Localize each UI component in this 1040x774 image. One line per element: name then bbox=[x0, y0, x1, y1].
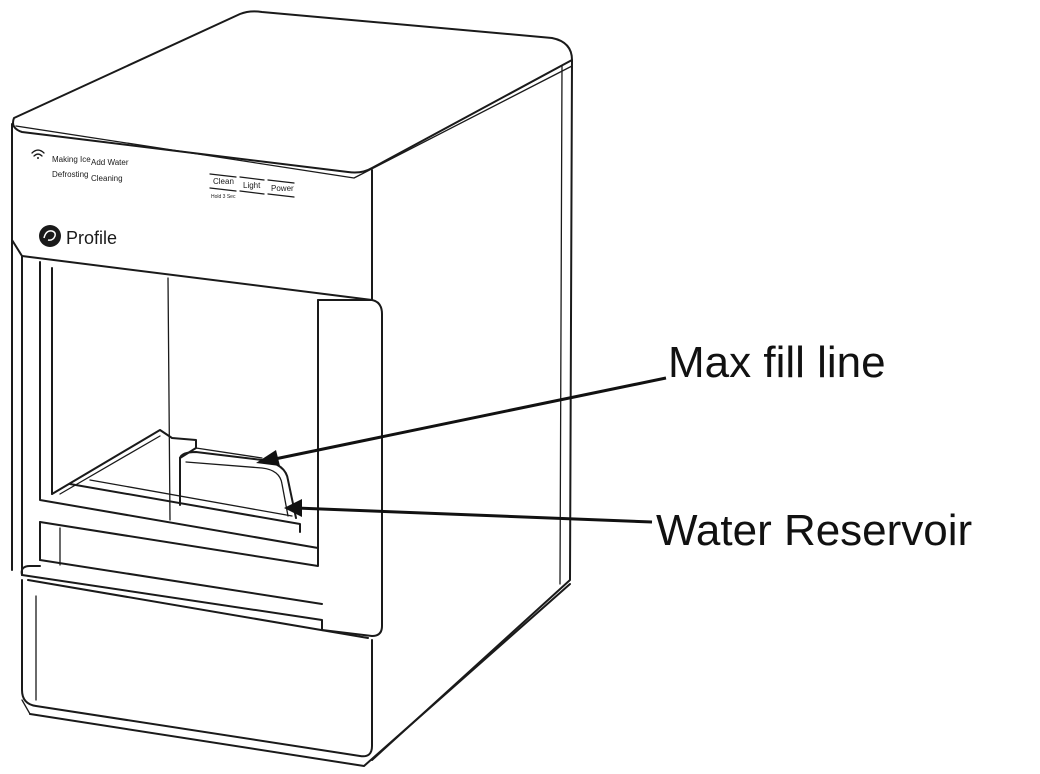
light-button-label: Light bbox=[243, 181, 261, 190]
clean-hold-hint: Hold 3 Sec bbox=[211, 194, 236, 200]
water-reservoir-arrow bbox=[284, 499, 653, 524]
max-fill-line-arrow bbox=[256, 376, 667, 466]
brand-name: Profile bbox=[66, 228, 117, 248]
cleaning-label: Cleaning bbox=[91, 174, 123, 183]
cabinet-outline bbox=[11, 10, 573, 767]
defrosting-label: Defrosting bbox=[52, 170, 88, 179]
making-ice-label: Making Ice bbox=[52, 155, 91, 164]
water-reservoir-tray bbox=[51, 429, 301, 533]
power-button-label: Power bbox=[271, 184, 294, 193]
power-button[interactable]: Power bbox=[267, 179, 295, 198]
clean-button[interactable]: Clean Hold 3 Sec bbox=[209, 173, 237, 200]
brand: Profile bbox=[39, 225, 117, 248]
light-button[interactable]: Light bbox=[239, 176, 265, 195]
ge-logo bbox=[39, 225, 61, 247]
add-water-label: Add Water bbox=[91, 158, 129, 167]
wifi-icon bbox=[31, 149, 45, 159]
clean-button-label: Clean bbox=[213, 177, 234, 186]
control-panel: Making Ice Add Water Defrosting Cleaning… bbox=[31, 149, 295, 200]
max-fill-line-label: Max fill line bbox=[668, 338, 886, 387]
water-reservoir-label: Water Reservoir bbox=[656, 506, 972, 555]
